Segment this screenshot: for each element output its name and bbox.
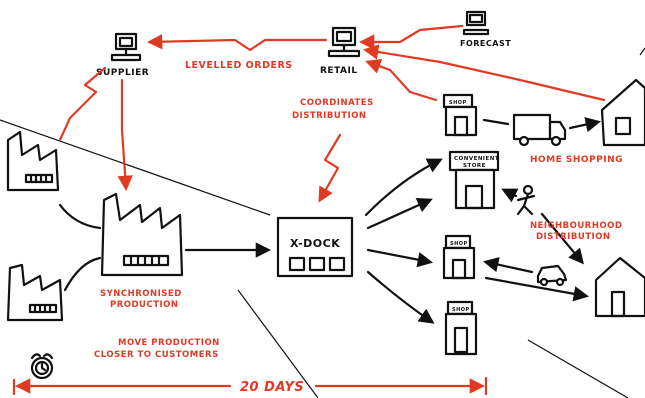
factory-link-top [58, 203, 102, 230]
person-to-home-arrow [540, 212, 584, 265]
forecast-label: FORECAST [460, 39, 511, 48]
crop-guide-lines [0, 47, 645, 398]
car-icon [536, 264, 568, 287]
coordinates-label-1: COORDINATES [300, 98, 374, 108]
person-to-store-arrow [501, 188, 519, 203]
shop-top-label: SHOP [449, 100, 467, 106]
forecast-computer-icon [462, 10, 490, 36]
move-production-label-2: CLOSER TO CUSTOMERS [94, 350, 219, 360]
coordinates-label-2: DISTRIBUTION [292, 111, 367, 121]
home-shopping-label: HOME SHOPPING [530, 155, 623, 165]
twenty-days-label: 20 DAYS [240, 380, 304, 395]
xdock-label: X-DOCK [290, 237, 340, 250]
shop-top-icon [442, 93, 478, 137]
shop-bottom-icon [444, 300, 478, 356]
factory-link-bottom [63, 256, 102, 292]
shop-bottom-label: SHOP [452, 307, 470, 313]
truck-to-home-arrow [568, 117, 602, 133]
xdock-building-icon [276, 216, 354, 278]
shop-to-truck-line [482, 118, 510, 126]
retail-label: RETAIL [320, 66, 358, 76]
convenience-label-1: CONVENIENT [454, 156, 499, 162]
shop-middle-label: SHOP [450, 241, 468, 247]
supplier-computer-icon [110, 32, 142, 62]
neighbourhood-house-icon [594, 256, 645, 318]
neighbourhood-label-2: DISTRIBUTION [536, 232, 611, 242]
shop-middle-icon [442, 234, 476, 280]
neighbourhood-label-1: NEIGHBOURHOOD [530, 221, 622, 231]
home-shopping-house-icon [600, 78, 645, 147]
synchronised-label-1: SYNCHRONISED [100, 289, 182, 299]
timeline-20-days [12, 376, 488, 396]
retail-computer-icon [327, 26, 361, 58]
synchronised-label-2: PRODUCTION [110, 300, 179, 310]
shop-to-home-arrow [484, 276, 590, 302]
supplier-label: SUPPLIER [96, 68, 149, 78]
xdock-distribution-arrows [364, 158, 443, 324]
levelled-orders-label: LEVELLED ORDERS [185, 60, 293, 71]
car-to-shop-arrow [482, 257, 534, 274]
convenience-store-icon [448, 150, 500, 210]
factory-top-left-icon [6, 130, 60, 192]
move-production-label-1: MOVE PRODUCTION [118, 338, 220, 348]
convenience-label-2: STORE [463, 163, 486, 169]
synchronised-factory-icon [100, 192, 184, 277]
info-flow-arrows [58, 24, 606, 203]
walking-person-icon [516, 184, 536, 216]
delivery-truck-icon [512, 113, 567, 147]
alarm-clock-icon [30, 353, 54, 380]
factory-bottom-left-icon [6, 263, 64, 322]
